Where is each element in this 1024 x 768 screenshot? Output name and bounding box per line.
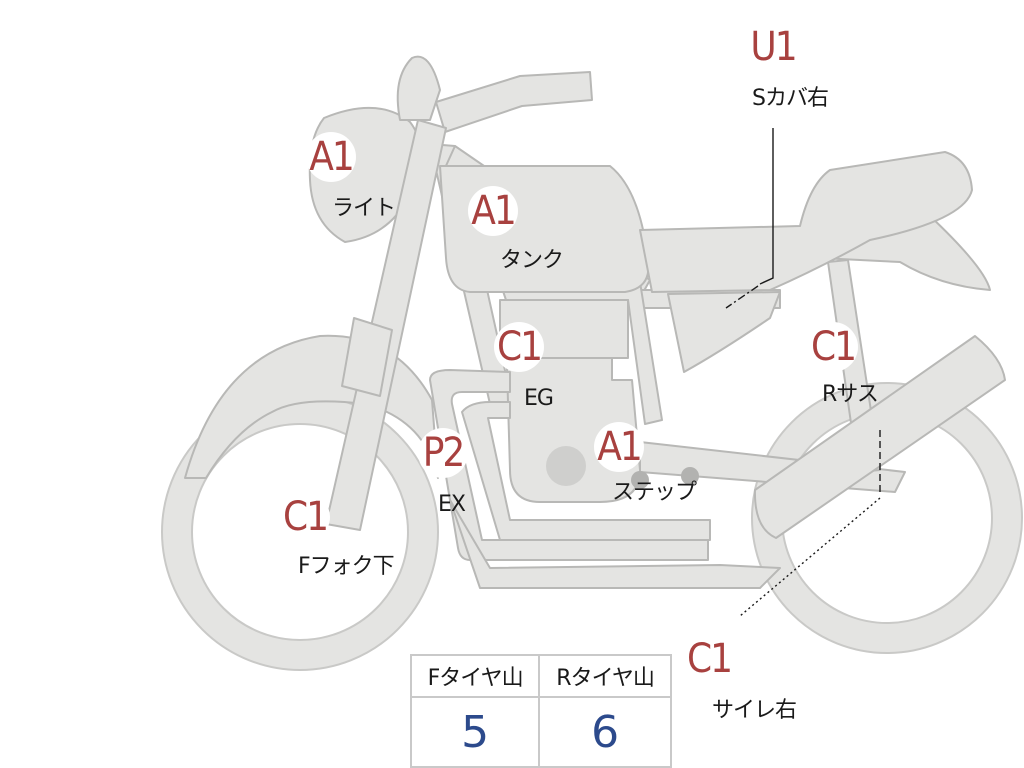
grade-badge-step: A1 xyxy=(594,422,644,472)
grade-badge-engine: C1 xyxy=(494,322,544,372)
grade-badge-saddle-cover-right: U1 xyxy=(748,22,798,72)
front-wheel xyxy=(162,394,438,670)
part-label-step: ステップ xyxy=(612,480,697,505)
handlebar xyxy=(396,55,441,121)
rear-tire-header: Rタイヤ山 xyxy=(538,654,672,698)
part-label-exhaust: EX xyxy=(438,492,466,517)
part-label-silencer-right: サイレ右 xyxy=(712,698,797,723)
grade-badge-rear-suspension: C1 xyxy=(808,322,858,372)
grade-badge-tank: A1 xyxy=(468,186,518,236)
front-tire-value: 5 xyxy=(409,696,541,768)
side-cover xyxy=(667,291,781,373)
front-tire-header: Fタイヤ山 xyxy=(409,654,541,698)
tire-tread-table: Fタイヤ山 Rタイヤ山 5 6 xyxy=(409,654,672,768)
part-label-light: ライト xyxy=(332,196,396,221)
part-label-front-fork-lower: Fフォク下 xyxy=(298,554,395,579)
rear-tire-value: 6 xyxy=(538,696,672,768)
part-label-tank: タンク xyxy=(500,248,564,273)
grade-badge-light: A1 xyxy=(306,132,356,182)
grade-badge-front-fork-lower: C1 xyxy=(280,492,330,542)
part-label-rear-suspension: Rサス xyxy=(822,382,879,407)
leader-lines xyxy=(725,128,881,617)
grade-badge-exhaust: P2 xyxy=(418,428,468,478)
grade-badge-silencer-right: C1 xyxy=(684,634,734,684)
part-label-engine: EG xyxy=(524,386,554,411)
seat xyxy=(639,151,973,293)
part-label-saddle-cover-right: Sカバ右 xyxy=(752,86,829,111)
